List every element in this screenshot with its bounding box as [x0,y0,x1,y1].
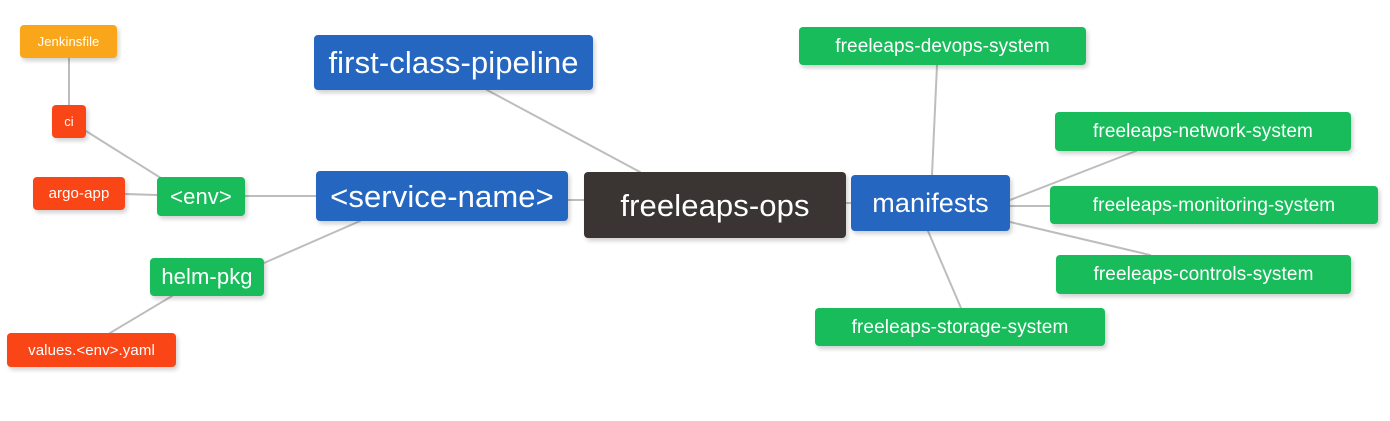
node-label-first-class-pipeline: first-class-pipeline [328,45,579,80]
node-freeleaps-ops[interactable]: freeleaps-ops [584,172,846,238]
node-freeleaps-controls-system[interactable]: freeleaps-controls-system [1056,255,1351,294]
edge-helm-pkg-to-service-name [263,220,361,264]
node-label-freeleaps-ops: freeleaps-ops [620,187,810,223]
node-label-freeleaps-storage-system: freeleaps-storage-system [851,316,1069,338]
edge-manifests-to-freeleaps-devops-system [931,64,938,176]
edge-first-class-pipeline-to-freeleaps-ops [486,89,641,173]
edge-ci-to-env [85,130,165,181]
node-label-freeleaps-monitoring-system: freeleaps-monitoring-system [1092,194,1336,216]
node-label-freeleaps-network-system: freeleaps-network-system [1093,121,1313,142]
node-label-jenkinsfile: Jenkinsfile [37,34,100,49]
node-helm-pkg[interactable]: helm-pkg [150,258,264,296]
node-label-ci: ci [64,114,74,129]
node-label-argo-app: argo-app [48,185,110,202]
node-label-helm-pkg: helm-pkg [161,264,253,289]
node-label-env: <env> [170,183,232,209]
node-jenkinsfile[interactable]: Jenkinsfile [20,25,117,58]
node-label-service-name: <service-name> [330,178,554,214]
node-label-values-env-yaml: values.<env>.yaml [28,341,155,359]
node-freeleaps-network-system[interactable]: freeleaps-network-system [1055,112,1351,151]
node-values-env-yaml[interactable]: values.<env>.yaml [7,333,176,367]
node-first-class-pipeline[interactable]: first-class-pipeline [314,35,593,90]
node-freeleaps-monitoring-system[interactable]: freeleaps-monitoring-system [1050,186,1378,224]
node-label-freeleaps-devops-system: freeleaps-devops-system [835,35,1050,57]
node-manifests[interactable]: manifests [851,175,1010,231]
edge-manifests-to-freeleaps-controls-system [1009,221,1151,256]
node-freeleaps-storage-system[interactable]: freeleaps-storage-system [815,308,1105,346]
node-argo-app[interactable]: argo-app [33,177,125,210]
edge-values-env-yaml-to-helm-pkg [109,295,173,334]
edge-argo-app-to-env [124,193,158,196]
node-label-freeleaps-controls-system: freeleaps-controls-system [1093,264,1314,285]
node-service-name[interactable]: <service-name> [316,171,568,221]
node-freeleaps-devops-system[interactable]: freeleaps-devops-system [799,27,1086,65]
node-env[interactable]: <env> [157,177,245,216]
edge-manifests-to-freeleaps-storage-system [927,230,962,309]
node-ci[interactable]: ci [52,105,86,138]
node-label-manifests: manifests [872,187,989,218]
